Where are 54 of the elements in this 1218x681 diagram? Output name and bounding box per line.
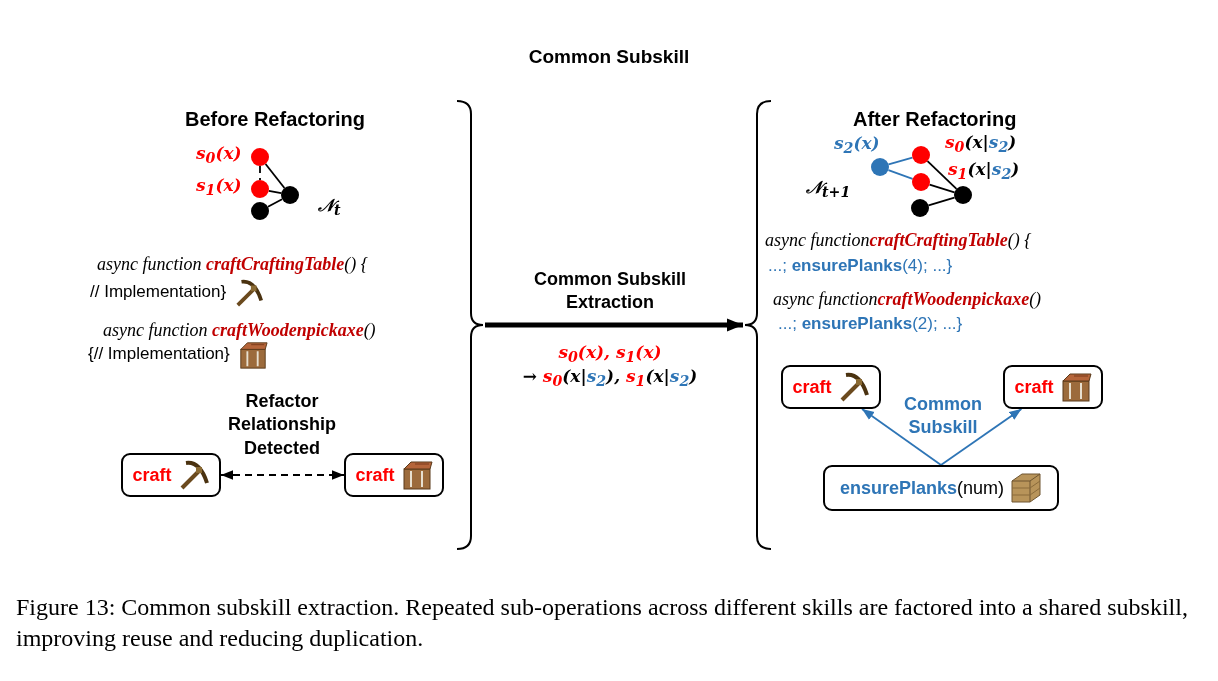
code-line: async functioncraftCraftingTable() { xyxy=(765,230,1032,251)
arrow xyxy=(485,318,743,332)
skill-box xyxy=(121,453,221,497)
graph-node-dot xyxy=(912,146,930,164)
arrow xyxy=(220,470,345,480)
node-label: 𝒩$_{t}$ xyxy=(318,196,341,219)
connector-line xyxy=(264,163,286,189)
skill-name: craft xyxy=(792,376,832,398)
node-label: s$_{2}$(x) xyxy=(834,134,880,157)
skill-name: ensurePlanks(num) xyxy=(839,477,1005,499)
annotation-text: Common Subskill xyxy=(903,393,983,440)
skill-name: craft xyxy=(1014,376,1054,398)
code-line: // Implementation} xyxy=(90,282,227,302)
connector-line xyxy=(259,165,261,181)
title: Common Subskill xyxy=(527,46,691,68)
formula-text: s$_{0}$(x), s$_{1}$(x) xyxy=(557,343,663,366)
node-label: s$_{0}$(x|s$_{2}$) xyxy=(945,133,1017,156)
graph-node-dot xyxy=(251,202,269,220)
connector-line xyxy=(927,196,956,207)
skill-box xyxy=(344,453,444,497)
connector-line xyxy=(926,160,958,190)
connector-line xyxy=(267,198,283,208)
skill-box xyxy=(1003,365,1103,409)
skill-box xyxy=(781,365,881,409)
skill-name: craft xyxy=(132,464,172,486)
code-line: async function craftCraftingTable() { xyxy=(97,254,368,275)
code-line: ...; ensurePlanks(4); ...} xyxy=(768,256,953,276)
formula-text: s$_{1}$(x|s$_{2}$) xyxy=(948,160,1020,183)
code-line: ...; ensurePlanks(2); ...} xyxy=(778,314,963,334)
connector-line xyxy=(887,156,914,166)
arrow xyxy=(861,408,942,466)
skill-box xyxy=(823,465,1059,511)
graph-node-dot xyxy=(251,148,269,166)
graph-node-dot xyxy=(954,186,972,204)
code-line: {// Implementation} xyxy=(88,344,230,364)
formula-text: 𝒩$_{t+1}$ xyxy=(806,178,851,201)
graph-node-dot xyxy=(281,186,299,204)
graph-node-dot xyxy=(871,158,889,176)
section-heading: After Refactoring xyxy=(853,108,1017,131)
connector-line xyxy=(928,183,956,194)
code-line: async functioncraftWoodenpickaxe() xyxy=(773,289,1042,310)
graph-node-dot xyxy=(912,173,930,191)
connector-line xyxy=(887,169,914,180)
connector-line xyxy=(267,189,283,195)
node-label: s$_{0}$(x) xyxy=(196,144,242,167)
arrow xyxy=(940,408,1023,466)
node-label: s$_{1}$(x) xyxy=(196,176,242,199)
caption: Figure 13: Common subskill extraction. Repeated sub-operations across different skills are factored into a shared subskill, improving reuse and reducing duplication. xyxy=(16,593,1189,654)
graph-node-dot xyxy=(911,199,929,217)
graph-node-dot xyxy=(251,180,269,198)
formula-text: → s$_{0}$(x|s$_{2}$), s$_{1}$(x|s$_{2}$) xyxy=(521,367,699,390)
skill-name: craft xyxy=(355,464,395,486)
section-heading: Before Refactoring xyxy=(185,108,366,131)
code-line: async function craftWoodenpickaxe() xyxy=(103,320,376,341)
